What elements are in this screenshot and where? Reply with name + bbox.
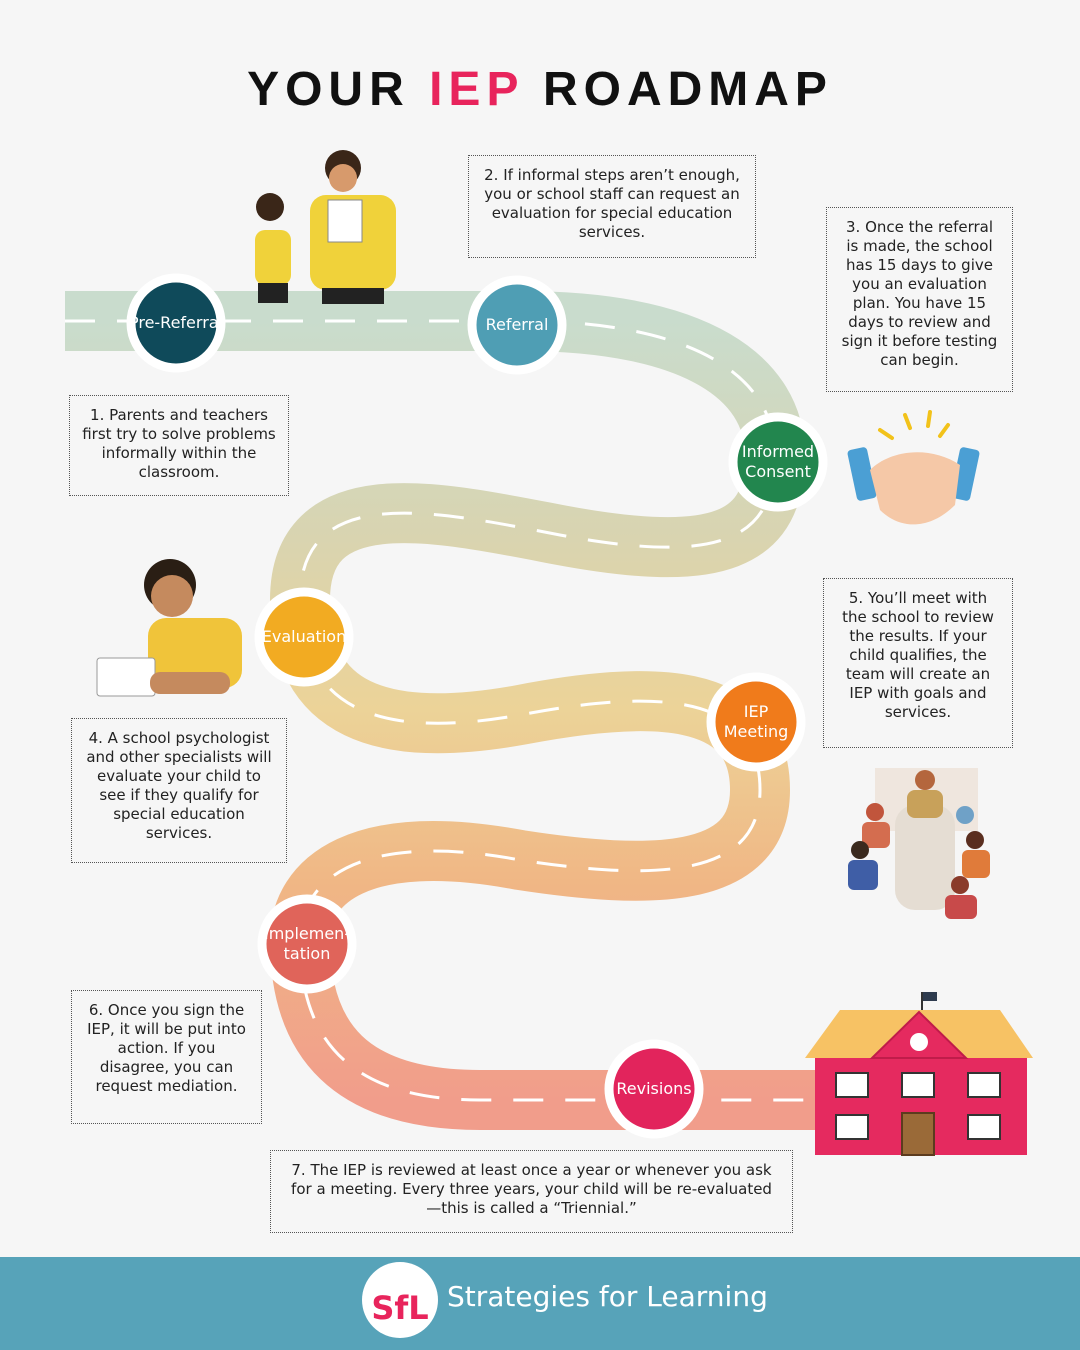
road-lane-markings — [65, 319, 820, 1102]
node-iep-meeting[interactable] — [706, 672, 806, 772]
node-label-referral: Referral — [485, 315, 549, 334]
school-illustration — [805, 992, 1033, 1156]
node-revisions[interactable] — [604, 1039, 704, 1139]
node-label-evaluation: Evaluation — [261, 627, 347, 646]
node-label-revisions: Revisions — [616, 1079, 692, 1098]
footer-bar — [0, 1257, 1080, 1350]
title-part-2: ROADMAP — [542, 63, 833, 116]
node-referral[interactable] — [467, 275, 567, 375]
parent-child-illustration — [255, 150, 396, 304]
note-step-4: 4. A school psychologist and other speci… — [71, 718, 287, 863]
note-step-2: 2. If informal steps aren’t enough, you … — [468, 155, 756, 258]
note-step-7: 7. The IEP is reviewed at least once a y… — [270, 1150, 793, 1233]
note-step-6: 6. Once you sign the IEP, it will be put… — [71, 990, 262, 1124]
node-label-implementation: Implemen-tation — [264, 924, 351, 963]
node-label-iep-meeting: IEP Meeting — [723, 702, 789, 741]
logo-circle — [362, 1262, 438, 1338]
note-step-1: 1. Parents and teachers first try to sol… — [69, 395, 289, 496]
node-evaluation[interactable] — [254, 587, 354, 687]
step-nodes — [126, 273, 828, 1139]
node-label-pre-referral: Pre-Referral — [128, 313, 224, 332]
handshake-illustration — [847, 410, 980, 525]
node-implementation[interactable] — [257, 894, 357, 994]
note-step-5: 5. You’ll meet with the school to review… — [823, 578, 1013, 748]
title-accent: IEP — [429, 63, 524, 116]
student-illustration — [96, 559, 242, 697]
logo: SfL — [371, 1289, 429, 1327]
note-step-3: 3. Once the referral is made, the school… — [826, 207, 1013, 392]
node-label-informed-consent: Informed Consent — [741, 442, 815, 481]
page-title: YOUR IEP ROADMAP — [0, 62, 1080, 117]
meeting-illustration — [848, 768, 990, 919]
node-informed-consent[interactable] — [728, 412, 828, 512]
footer-brand-text: Strategies for Learning — [447, 1280, 768, 1313]
title-part-1: YOUR — [247, 63, 410, 116]
node-pre-referral[interactable] — [126, 273, 226, 373]
